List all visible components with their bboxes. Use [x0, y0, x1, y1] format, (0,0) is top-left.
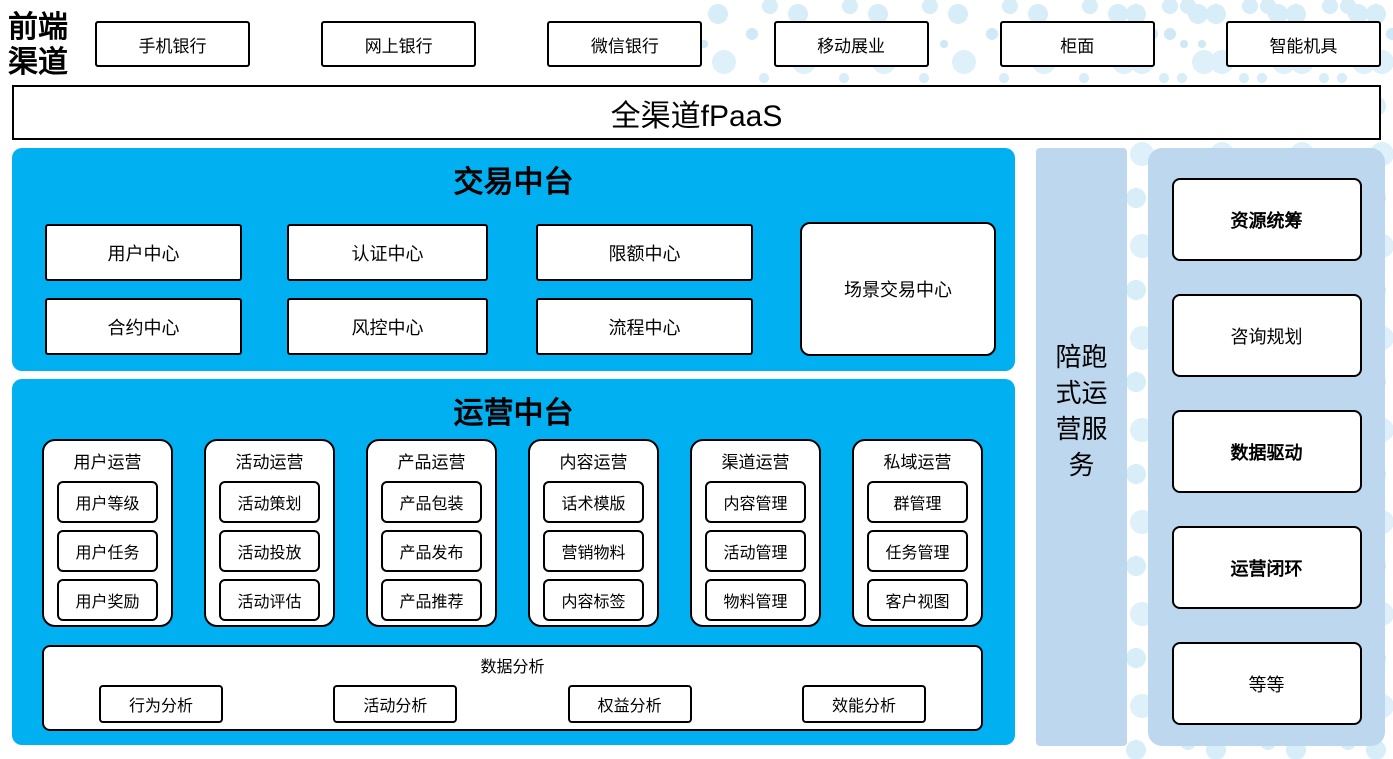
group-item-box: 用户等级 — [57, 481, 158, 523]
group-title: 活动运营 — [235, 453, 304, 472]
group-title: 产品运营 — [397, 453, 466, 472]
group-content-operation: 内容运营 话术模版 营销物料 内容标签 — [528, 439, 659, 627]
center-box-user: 用户中心 — [45, 224, 242, 281]
channel-box-mobile-sales: 移动展业 — [773, 21, 929, 67]
center-box-risk: 风控中心 — [287, 298, 488, 355]
operation-platform-title: 运营中台 — [453, 396, 574, 431]
group-item-box: 用户任务 — [57, 530, 158, 572]
analysis-box-activity: 活动分析 — [333, 685, 458, 723]
right-panel-box-consulting: 咨询规划 — [1171, 294, 1362, 377]
group-channel-operation: 渠道运营 内容管理 活动管理 物料管理 — [690, 439, 821, 627]
right-service-panel: 资源统筹 咨询规划 数据驱动 运营闭环 等等 — [1148, 148, 1385, 746]
group-product-operation: 产品运营 产品包装 产品发布 产品推荐 — [366, 439, 497, 627]
center-box-scene-transaction: 场景交易中心 — [800, 222, 996, 356]
group-items: 话术模版 营销物料 内容标签 — [530, 481, 657, 621]
center-box-limit: 限额中心 — [536, 224, 753, 281]
group-item-box: 客户视图 — [867, 579, 968, 621]
channel-box-wechat-banking: 微信银行 — [547, 21, 703, 67]
group-item-box: 群管理 — [867, 481, 968, 523]
right-panel-box-data-driven: 数据驱动 — [1171, 410, 1362, 493]
right-panel-box-etc: 等等 — [1171, 642, 1362, 725]
group-title: 内容运营 — [559, 453, 628, 472]
group-item-box: 产品推荐 — [381, 579, 482, 621]
fpaas-banner: 全渠道fPaaS — [12, 85, 1381, 140]
right-panel-box-resource: 资源统筹 — [1171, 178, 1362, 261]
group-item-box: 活动管理 — [705, 530, 806, 572]
transaction-platform-section: 交易中台 用户中心 认证中心 限额中心 合约中心 风控中心 流程中心 场景交易中… — [12, 148, 1015, 371]
transaction-platform-title: 交易中台 — [453, 165, 574, 200]
analysis-box-rights: 权益分析 — [567, 685, 692, 723]
side-strip-label: 陪跑式运营服务 — [1055, 342, 1108, 480]
group-title: 渠道运营 — [721, 453, 790, 472]
group-item-box: 任务管理 — [867, 530, 968, 572]
group-items: 产品包装 产品发布 产品推荐 — [368, 481, 495, 621]
front-channel-row: 手机银行 网上银行 微信银行 移动展业 柜面 智能机具 — [95, 21, 1381, 67]
front-channels-label: 前端渠道 — [8, 10, 68, 80]
data-analysis-panel: 数据分析 行为分析 活动分析 权益分析 效能分析 — [42, 645, 983, 731]
group-items: 用户等级 用户任务 用户奖励 — [44, 481, 171, 621]
channel-box-mobile-banking: 手机银行 — [95, 21, 250, 67]
center-box-auth: 认证中心 — [287, 224, 488, 281]
group-item-box: 活动评估 — [219, 579, 320, 621]
group-item-box: 话术模版 — [543, 481, 644, 523]
group-item-box: 活动投放 — [219, 530, 320, 572]
fpaas-banner-label: 全渠道fPaaS — [610, 99, 783, 133]
analysis-box-behavior: 行为分析 — [99, 685, 223, 723]
group-title: 私域运营 — [883, 453, 952, 472]
channel-box-smart-devices: 智能机具 — [1225, 21, 1381, 67]
group-item-box: 内容标签 — [543, 579, 644, 621]
group-item-box: 用户奖励 — [57, 579, 158, 621]
operation-groups-row: 用户运营 用户等级 用户任务 用户奖励 活动运营 活动策划 活动投放 活动评估 … — [42, 439, 983, 627]
group-item-box: 产品包装 — [381, 481, 482, 523]
operation-platform-section: 运营中台 用户运营 用户等级 用户任务 用户奖励 活动运营 活动策划 活动投放 … — [12, 379, 1015, 745]
group-items: 内容管理 活动管理 物料管理 — [692, 481, 819, 621]
group-items: 活动策划 活动投放 活动评估 — [206, 481, 333, 621]
group-item-box: 营销物料 — [543, 530, 644, 572]
data-analysis-title: 数据分析 — [480, 659, 545, 676]
channel-box-counter: 柜面 — [999, 21, 1155, 67]
data-analysis-items: 行为分析 活动分析 权益分析 效能分析 — [44, 685, 981, 723]
right-panel-box-closed-loop: 运营闭环 — [1171, 526, 1362, 609]
center-box-flow: 流程中心 — [536, 298, 753, 355]
group-item-box: 活动策划 — [219, 481, 320, 523]
group-item-box: 产品发布 — [381, 530, 482, 572]
group-items: 群管理 任务管理 客户视图 — [854, 481, 981, 621]
accompanying-operation-service-strip: 陪跑式运营服务 — [1036, 148, 1127, 746]
group-title: 用户运营 — [73, 453, 142, 472]
center-box-contract: 合约中心 — [45, 298, 242, 355]
analysis-box-efficiency: 效能分析 — [801, 685, 926, 723]
group-item-box: 内容管理 — [705, 481, 806, 523]
group-private-domain-operation: 私域运营 群管理 任务管理 客户视图 — [852, 439, 983, 627]
group-item-box: 物料管理 — [705, 579, 806, 621]
channel-box-online-banking: 网上银行 — [321, 21, 477, 67]
group-user-operation: 用户运营 用户等级 用户任务 用户奖励 — [42, 439, 173, 627]
group-activity-operation: 活动运营 活动策划 活动投放 活动评估 — [204, 439, 335, 627]
